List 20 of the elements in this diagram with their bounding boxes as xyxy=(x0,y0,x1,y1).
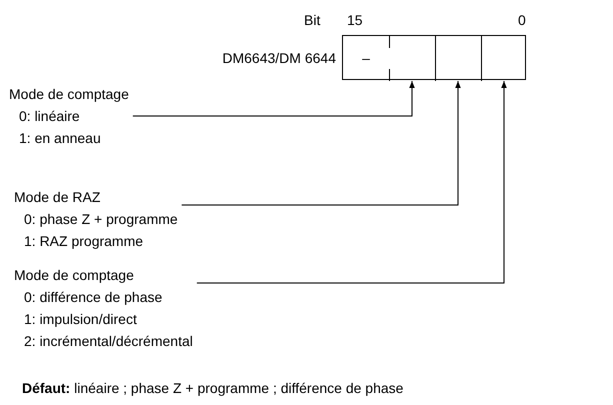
cell-text: – xyxy=(362,49,370,68)
option-text: 1: RAZ programme xyxy=(23,232,144,251)
bit-number: 15 xyxy=(347,11,363,30)
register-box xyxy=(342,35,526,80)
register-name: DM6643/DM 6644 xyxy=(222,49,336,68)
option-text: 2: incrémental/décrémental xyxy=(23,332,193,351)
arrow xyxy=(196,80,507,284)
option-text: 1: en anneau xyxy=(18,129,102,148)
heading: Mode de comptage xyxy=(9,85,129,104)
bit-label: Bit xyxy=(304,11,320,30)
option-text: 0: linéaire xyxy=(18,107,81,126)
arrow xyxy=(132,80,415,116)
bit-number: 0 xyxy=(518,11,526,30)
note-text: Défaut: linéaire ; phase Z + programme ; différence de phase xyxy=(22,379,404,398)
option-text: 0: différence de phase xyxy=(23,288,164,307)
arrow xyxy=(181,80,461,206)
heading: Mode de RAZ xyxy=(14,188,102,207)
heading: Mode de comptage xyxy=(14,266,135,285)
option-text: 0: phase Z + programme xyxy=(23,210,178,229)
option-text: 1: impulsion/direct xyxy=(23,310,138,329)
